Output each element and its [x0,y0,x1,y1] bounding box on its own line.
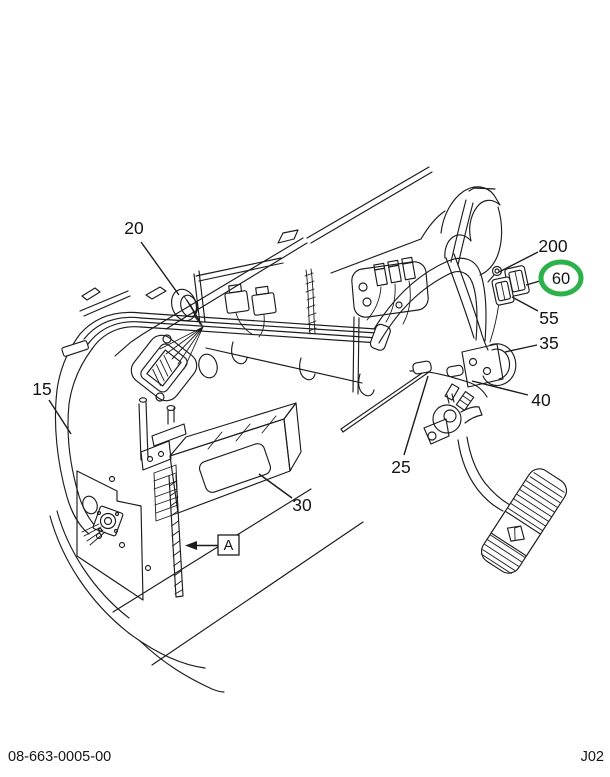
leader-200 [498,251,539,273]
callout-35: 35 [539,333,558,353]
accelerator-pedal-pad [480,468,567,575]
accelerator-pedal-assembly [457,436,567,575]
callout-200: 200 [538,236,567,256]
callout-60: 60 [552,270,570,288]
figure-number: 08-663-0005-00 [8,749,111,765]
cable-clips [409,360,488,398]
harness-grommet [159,288,204,370]
detail-a-label: A [224,538,234,554]
leader-25 [403,375,429,456]
detail-a-reference: A [185,534,240,556]
connector-bracket [351,256,429,325]
engine-control-module [140,402,302,522]
firewall-panel [198,316,375,397]
callout-leaders [48,241,541,499]
leader-55 [511,296,539,312]
connector-55 [491,276,515,306]
leader-30 [258,473,293,499]
leader-15 [48,399,72,435]
callout-30: 30 [292,495,312,515]
firewall-connector-plate [130,334,198,461]
leader-40 [471,380,529,396]
callout-25: 25 [391,457,410,477]
pedal-position-sensor [423,383,483,445]
detail-panel-a [168,474,184,598]
floor-structure [49,488,364,693]
harness-arc [373,199,487,344]
leader-20 [140,241,180,296]
detail-a-arrowhead [185,541,197,550]
leader-60 [525,280,541,286]
harness-connectors-left [224,283,277,338]
callout-20: 20 [124,218,144,238]
twisted-wire-bundle [304,268,317,335]
connector-60-55-pair [491,265,530,306]
callout-55: 55 [539,308,558,328]
main-wiring-harness [54,311,380,535]
callout-40: 40 [531,390,551,410]
highlight-ring-60 [538,259,584,297]
leader-35 [504,344,538,353]
cowl-structure [79,166,496,357]
panel-connector [81,505,124,546]
throttle-rod [340,368,430,433]
harness-clamp [369,323,391,351]
brand-diamond-icon [506,525,525,542]
detail-a-box [217,534,240,556]
callout-15: 15 [32,379,51,399]
figure-revision-code: J02 [581,749,604,765]
a-pillar-bracket [440,186,503,351]
pedal-mounting-bracket [461,302,517,388]
mounting-panel [76,470,152,601]
